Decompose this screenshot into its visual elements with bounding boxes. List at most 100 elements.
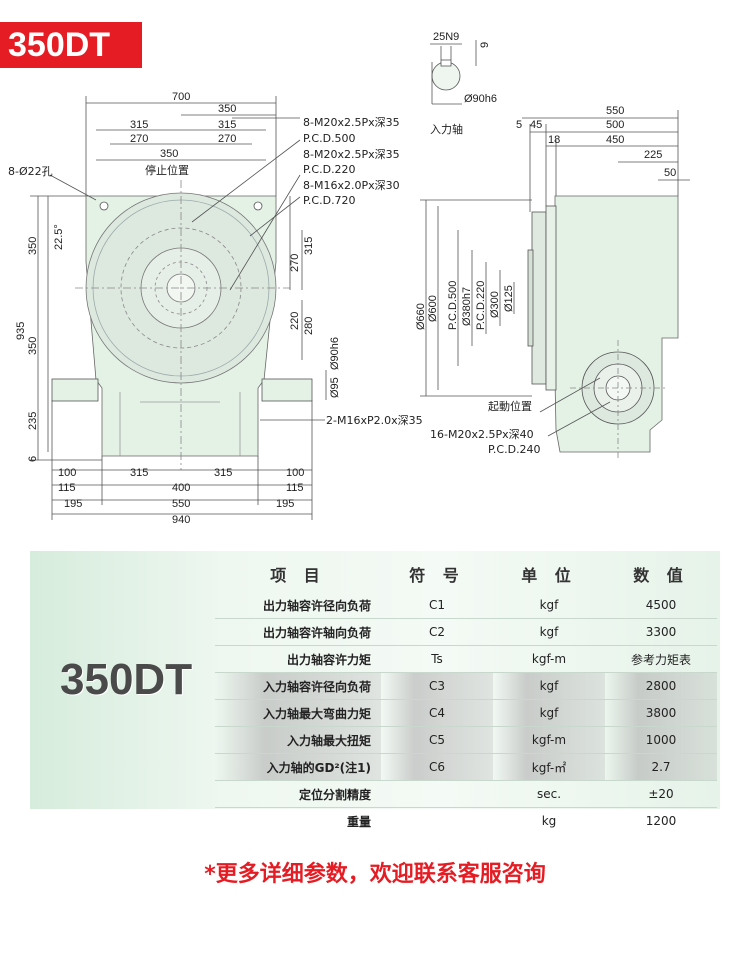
row-symbol: C5 — [381, 726, 493, 754]
row-symbol — [381, 780, 493, 808]
key-shaft-dia: Ø90h6 — [464, 93, 497, 105]
callout-6: P.C.D.720 — [303, 194, 356, 207]
header-symbol: 符 号 — [409, 566, 465, 585]
row-value: 2.7 — [605, 753, 717, 781]
dim-bottom-550: 550 — [172, 498, 190, 510]
row-unit: kgf — [493, 699, 605, 727]
table-row: 重量 kg 1200 — [215, 808, 717, 835]
row-unit: kgf-m — [493, 645, 605, 673]
row-item: 重量 — [346, 814, 371, 829]
dim-right-phi90: Ø90h6 — [329, 337, 341, 370]
row-value: 4500 — [605, 592, 717, 619]
dim-left-6: 6 — [27, 456, 39, 462]
dim-side-18: 18 — [548, 134, 560, 146]
dim-bottom-315-a: 315 — [130, 467, 148, 479]
dim-left-350-b: 350 — [27, 337, 39, 355]
table-row: 出力轴容许径向负荷 C1 kgf 4500 — [215, 592, 717, 619]
dim-side-phi125: Ø125 — [503, 285, 515, 312]
callout-2: P.C.D.500 — [303, 132, 356, 145]
dim-315-b: 315 — [218, 119, 236, 131]
row-unit: kgf — [493, 592, 605, 619]
key-depth: 9 — [479, 42, 491, 48]
model-watermark-label: 350DT — [60, 655, 193, 704]
dim-side-5: 5 — [516, 119, 522, 131]
dim-350-a: 350 — [218, 103, 236, 115]
dim-side-225: 225 — [644, 149, 662, 161]
row-item: 入力轴最大弯曲力矩 — [215, 699, 381, 727]
row-unit: sec. — [493, 780, 605, 808]
dim-side-50: 50 — [664, 167, 676, 179]
dim-side-450: 450 — [606, 134, 624, 146]
technical-drawing: 700 350 315 315 270 270 350 8-Ø22孔 停止位置 … — [8, 31, 690, 526]
model-title-badge: 350DT — [0, 22, 142, 68]
spec-table: 项 目 符 号 单 位 数 值 出力轴容许径向负荷 C1 kgf 4500 出力… — [215, 556, 717, 834]
row-symbol: Ts — [381, 645, 493, 673]
row-item: 定位分割精度 — [215, 780, 381, 808]
dim-right-280: 280 — [303, 317, 315, 335]
row-value: 2800 — [605, 672, 717, 700]
dim-270-a: 270 — [130, 133, 148, 145]
dim-bottom-400: 400 — [172, 482, 190, 494]
dim-side-550: 550 — [606, 105, 624, 117]
dim-350-b: 350 — [160, 148, 178, 160]
dim-left-935: 935 — [15, 322, 27, 340]
row-value: 1200 — [645, 814, 677, 828]
dim-side-45: 45 — [530, 119, 542, 131]
dim-700: 700 — [172, 91, 190, 103]
dim-side-phi600: Ø600 — [427, 295, 439, 322]
key-width: 25N9 — [433, 31, 459, 43]
table-row: 出力轴容许轴向负荷 C2 kgf 3300 — [215, 618, 717, 646]
row-value: ±20 — [605, 780, 717, 808]
table-row: 入力轴最大扭矩 C5 kgf-m 1000 — [215, 726, 717, 754]
row-unit: kg — [541, 814, 557, 828]
row-value: 1000 — [605, 726, 717, 754]
dim-bottom-940: 940 — [172, 514, 190, 526]
dim-right-270: 270 — [289, 254, 301, 272]
header-item: 项 目 — [270, 566, 326, 585]
row-unit: kgf-㎡ — [493, 753, 605, 781]
row-symbol: C1 — [381, 592, 493, 619]
row-value: 参考力矩表 — [605, 645, 717, 673]
dim-bottom-195-a: 195 — [64, 498, 82, 510]
input-shaft-label: 入力轴 — [430, 122, 463, 136]
holes-label: 8-Ø22孔 — [8, 165, 53, 178]
table-row: 入力轴的GD²(注1) C6 kgf-㎡ 2.7 — [215, 753, 717, 781]
dim-bottom-195-b: 195 — [276, 498, 294, 510]
dim-right-315: 315 — [303, 237, 315, 255]
row-symbol: C4 — [381, 699, 493, 727]
row-item: 入力轴的GD²(注1) — [215, 753, 381, 781]
row-value: 3300 — [605, 618, 717, 646]
row-value: 3800 — [605, 699, 717, 727]
contact-note: *更多详细参数，欢迎联系客服咨询 — [204, 862, 546, 887]
row-item: 出力轴容许径向负荷 — [215, 592, 381, 619]
table-row: 出力轴容许力矩 Ts kgf-m 参考力矩表 — [215, 645, 717, 673]
dim-right-phi95: Ø95 — [329, 377, 341, 398]
table-row: 定位分割精度 sec. ±20 — [215, 780, 717, 808]
table-row: 入力轴最大弯曲力矩 C4 kgf 3800 — [215, 699, 717, 727]
angle-label: 22.5° — [53, 224, 65, 250]
dim-side-phi380: Ø380h7 — [461, 287, 473, 326]
dim-315-a: 315 — [130, 119, 148, 131]
side-callout-2: P.C.D.240 — [488, 443, 541, 456]
dim-side-pcd500: P.C.D.500 — [447, 281, 459, 330]
stop-position-label: 停止位置 — [145, 163, 189, 177]
dim-side-phi300: Ø300 — [489, 291, 501, 318]
row-symbol: C3 — [381, 672, 493, 700]
table-row: 入力轴容许径向负荷 C3 kgf 2800 — [215, 672, 717, 700]
dim-bottom-100-b: 100 — [286, 467, 304, 479]
side-callout-1: 16-M20x2.5Px深40 — [430, 428, 534, 441]
row-symbol — [381, 808, 493, 835]
header-unit: 单 位 — [521, 566, 577, 585]
bottom-callout: 2-M16xP2.0x深35 — [326, 414, 423, 427]
row-symbol: C2 — [381, 618, 493, 646]
spec-table-header: 项 目 符 号 单 位 数 值 — [215, 556, 717, 592]
row-unit: kgf-m — [493, 726, 605, 754]
row-unit: kgf — [493, 618, 605, 646]
dim-270-b: 270 — [218, 133, 236, 145]
dim-side-500: 500 — [606, 119, 624, 131]
drive-position-label: 起動位置 — [488, 399, 532, 413]
callout-1: 8-M20x2.5Px深35 — [303, 116, 400, 129]
dim-left-235: 235 — [27, 412, 39, 430]
dim-bottom-100-a: 100 — [58, 467, 76, 479]
callout-3: 8-M20x2.5Px深35 — [303, 148, 400, 161]
